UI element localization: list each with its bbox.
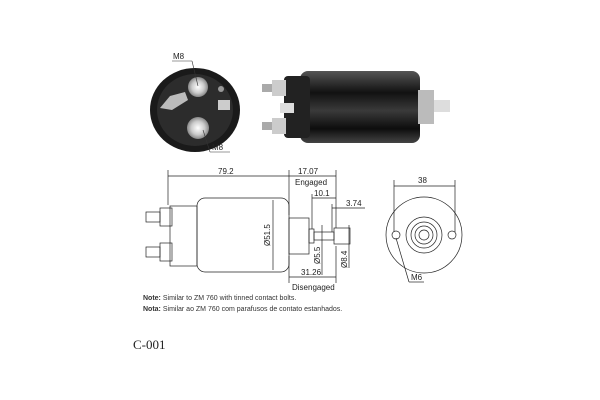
label-disengaged: Disengaged bbox=[292, 283, 335, 292]
side-view-drawing bbox=[145, 170, 365, 283]
dim-body-diameter: Ø51.5 bbox=[263, 224, 272, 246]
end-view-photo bbox=[150, 60, 240, 153]
note-portuguese: Nota: Similar ao ZM 760 com parafusos de… bbox=[143, 306, 342, 313]
note-label: Nota: bbox=[143, 306, 161, 313]
part-code: C-001 bbox=[133, 337, 166, 352]
label-engaged: Engaged bbox=[295, 178, 327, 187]
note-text: Similar to ZM 760 with tinned contact bo… bbox=[162, 295, 297, 302]
photo-label-m8-top: M8 bbox=[173, 52, 185, 61]
note-text: Similar ao ZM 760 com parafusos de conta… bbox=[162, 306, 343, 313]
dim-length: 79.2 bbox=[218, 167, 234, 176]
dim-tip-diameter: Ø8.4 bbox=[340, 250, 349, 268]
dim-plunger-b: 3.74 bbox=[346, 199, 362, 208]
end-view-drawing bbox=[385, 180, 463, 283]
dim-engaged-length: 17.07 bbox=[298, 167, 319, 176]
note-label: Note: bbox=[143, 295, 161, 302]
dim-flange-width: 38 bbox=[418, 176, 427, 185]
dim-mount-thread: M6 bbox=[411, 273, 423, 282]
dim-disengaged-length: 31.26 bbox=[301, 268, 322, 277]
photo-label-m8-bottom: M8 bbox=[212, 143, 224, 152]
dim-plunger-a: 10.1 bbox=[314, 189, 330, 198]
side-view-photo bbox=[262, 71, 450, 143]
note-english: Note: Similar to ZM 760 with tinned cont… bbox=[143, 295, 296, 302]
dim-plunger-diameter: Ø5.5 bbox=[313, 246, 322, 264]
